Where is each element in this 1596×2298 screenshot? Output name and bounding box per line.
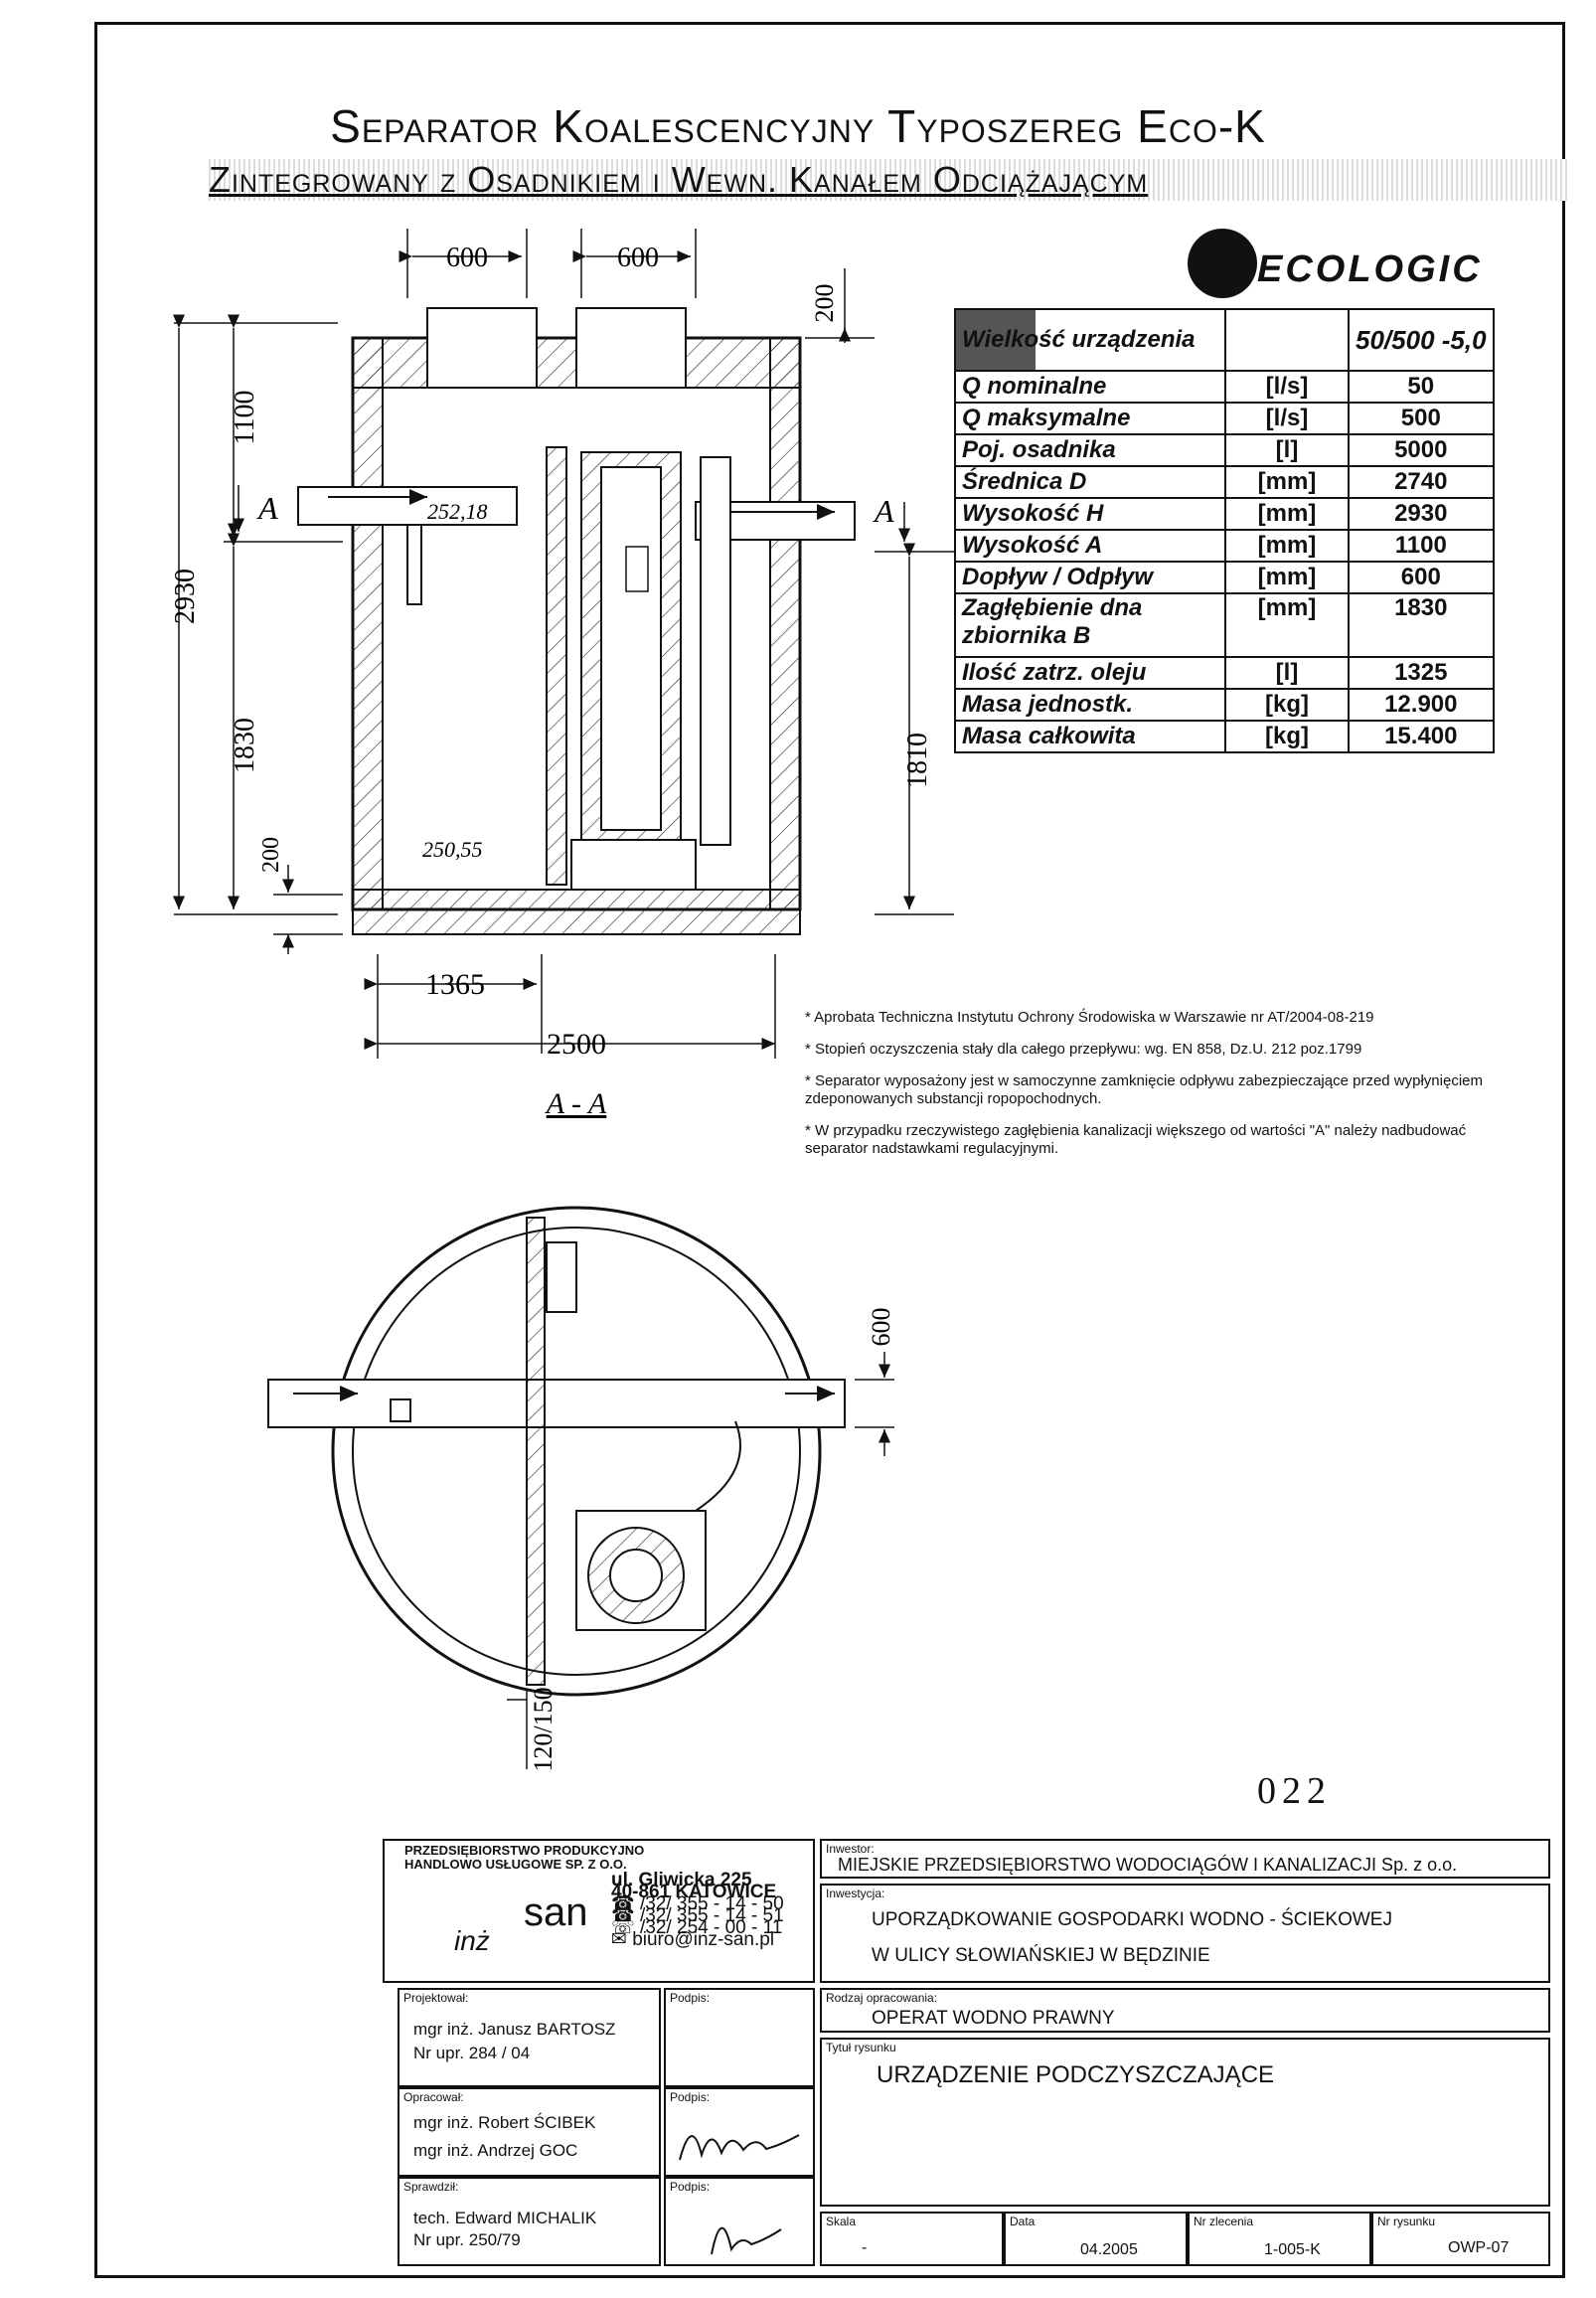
- dim-200-bottom: 200: [258, 837, 284, 873]
- sheet-number: 022: [1257, 1770, 1332, 1812]
- note: * Separator wyposażony jest w samoczynne…: [805, 1072, 1483, 1107]
- checked-name: tech. Edward MICHALIK: [413, 2209, 597, 2227]
- dim-600-left: 600: [446, 243, 488, 273]
- designer-box: Projektował: mgr inż. Janusz BARTOSZ Nr …: [398, 1988, 661, 2087]
- order-number: 1-005-K: [1264, 2241, 1321, 2258]
- signature-icon: [679, 2134, 800, 2161]
- spec-row: Średnica D[mm]2740: [954, 465, 1495, 499]
- dim-1810: 1810: [902, 733, 933, 788]
- note: * W przypadku rzeczywistego zagłębienia …: [805, 1122, 1467, 1157]
- level-inlet: 252,18: [427, 499, 488, 524]
- spec-row: Masa całkowita[kg]15.400: [954, 720, 1495, 753]
- investment-line-2: W ULICY SŁOWIAŃSKIEJ W BĘDZINIE: [872, 1945, 1210, 1966]
- checked-box: Sprawdził: tech. Edward MICHALIK Nr upr.…: [398, 2177, 661, 2266]
- dim-2930: 2930: [170, 569, 201, 624]
- company-logo-san: san: [524, 1890, 588, 1934]
- section-mark-right: A: [873, 493, 894, 529]
- company-logo-icon: [544, 1881, 573, 1910]
- company-box: PRZEDSIĘBIORSTWO PRODUKCYJNO HANDLOWO US…: [383, 1839, 815, 1983]
- spec-row: Q maksymalne[l/s]500: [954, 402, 1495, 435]
- tank-wall-right: [769, 337, 801, 910]
- prepared-box: Opracował: mgr inż. Robert ŚCIBEK mgr in…: [398, 2087, 661, 2177]
- designer-license: Nr upr. 284 / 04: [413, 2044, 531, 2062]
- drawing-subtitle: Zintegrowany z Osadnikiem i Wewn. Kanałe…: [209, 159, 1570, 201]
- designer-sign-box: Podpis:: [664, 1988, 815, 2087]
- spec-header-value: 50/500 -5,0: [1348, 308, 1495, 372]
- spec-row: Wysokość A[mm]1100: [954, 529, 1495, 563]
- spec-header-label: Wielkość urządzenia: [954, 308, 1226, 372]
- manhole-right: [575, 307, 687, 389]
- date: 04.2005: [1080, 2241, 1138, 2258]
- investment-box: Inwestycja: UPORZĄDKOWANIE GOSPODARKI WO…: [820, 1884, 1550, 1983]
- plan-view: 600 120/150: [267, 1206, 895, 1772]
- spec-row: Masa jednostk.[kg]12.900: [954, 688, 1495, 722]
- spec-row: Zagłębienie dna zbiornika B[mm]1830: [954, 592, 1495, 658]
- signature-icon: [711, 2226, 782, 2255]
- tank-outline: [351, 336, 802, 911]
- ecologic-logo-icon: [1188, 229, 1257, 298]
- company-logo-inz: inż: [454, 1925, 490, 1956]
- dim-120-150: 120/150: [529, 1687, 558, 1771]
- investment-line-1: UPORZĄDKOWANIE GOSPODARKI WODNO - ŚCIEKO…: [872, 1909, 1392, 1930]
- document-type-box: Rodzaj opracowania: OPERAT WODNO PRAWNY: [820, 1988, 1550, 2033]
- date-box: Data 04.2005: [1004, 2212, 1188, 2266]
- drawing-title: Separator Koalescencyjny Typoszereg Eco-…: [330, 100, 1266, 152]
- brand-name: ECOLOGIC: [1257, 248, 1483, 290]
- manhole-left: [426, 307, 538, 389]
- spec-row: Wysokość H[mm]2930: [954, 497, 1495, 531]
- note: * Stopień oczyszczenia stały dla całego …: [805, 1041, 1362, 1058]
- drawing-number-box: Nr rysunku OWP-07: [1371, 2212, 1550, 2266]
- prepared-sign-box: Podpis:: [664, 2087, 815, 2177]
- spec-row: Dopływ / Odpływ[mm]600: [954, 561, 1495, 594]
- spec-header-row: Wielkość urządzenia 50/500 -5,0: [954, 308, 1495, 372]
- drawing-frame: [94, 22, 1565, 2278]
- baffle-wall: [546, 446, 567, 886]
- prepared-name-1: mgr inż. Robert ŚCIBEK: [413, 2113, 596, 2132]
- drawing-title-box: Tytuł rysunku URZĄDZENIE PODCZYSZCZAJĄCE: [820, 2038, 1550, 2207]
- spec-row: Ilość zatrz. oleju[l]1325: [954, 656, 1495, 690]
- investor: MIEJSKIE PRZEDSIĘBIORSTWO WODOCIĄGÓW I K…: [838, 1855, 1458, 1875]
- dim-1100: 1100: [230, 391, 260, 445]
- designer-name: mgr inż. Janusz BARTOSZ: [413, 2020, 616, 2039]
- company-address: ul. Gliwicka 225 40-861 KATOWICE ☎ /32/ …: [611, 1870, 784, 1950]
- checked-license: Nr upr. 250/79: [413, 2230, 521, 2249]
- plan-baffle: [526, 1217, 546, 1686]
- dim-200-top: 200: [810, 284, 839, 323]
- prepared-name-2: mgr inż. Andrzej GOC: [413, 2141, 578, 2160]
- dim-2500: 2500: [547, 1028, 606, 1061]
- company-name-1: PRZEDSIĘBIORSTWO PRODUKCYJNO: [404, 1843, 645, 1858]
- plan-pipe: [267, 1379, 846, 1428]
- inlet-pipe: [297, 486, 518, 526]
- section-view: 600 600 200 1100 2930 1830 200 1810 1365…: [170, 229, 954, 1120]
- bypass-channel: [700, 456, 731, 846]
- dim-1830: 1830: [230, 718, 260, 773]
- spec-row: Poj. osadnika[l]5000: [954, 433, 1495, 467]
- scale: -: [862, 2239, 868, 2256]
- order-box: Nr zlecenia 1-005-K: [1188, 2212, 1371, 2266]
- document-type: OPERAT WODNO PRAWNY: [872, 2008, 1115, 2029]
- drawing-number: OWP-07: [1448, 2239, 1510, 2256]
- section-mark-left: A: [256, 490, 278, 526]
- drawing-notes: * Aprobata Techniczna Instytutu Ochrony …: [805, 1009, 1520, 1172]
- tank-wall-left: [352, 337, 384, 910]
- dim-600-right: 600: [617, 243, 659, 273]
- dim-1365: 1365: [425, 968, 485, 1001]
- spec-table: Wielkość urządzenia 50/500 -5,0 Q nomina…: [954, 308, 1495, 753]
- company-name-2: HANDLOWO USŁUGOWE SP. Z O.O.: [404, 1857, 627, 1872]
- investor-box: Inwestor: MIEJSKIE PRZEDSIĘBIORSTWO WODO…: [820, 1839, 1550, 1879]
- drawing-title-block: URZĄDZENIE PODCZYSZCZAJĄCE: [877, 2061, 1275, 2088]
- spec-row: Q nominalne[l/s]50: [954, 370, 1495, 404]
- checked-sign-box: Podpis:: [664, 2177, 815, 2266]
- section-label: A - A: [545, 1087, 607, 1120]
- scale-box: Skala -: [820, 2212, 1004, 2266]
- note: * Aprobata Techniczna Instytutu Ochrony …: [805, 1009, 1374, 1026]
- level-bottom: 250,55: [422, 837, 483, 862]
- dim-600-plan: 600: [867, 1308, 895, 1347]
- tank-bottom: [352, 889, 801, 935]
